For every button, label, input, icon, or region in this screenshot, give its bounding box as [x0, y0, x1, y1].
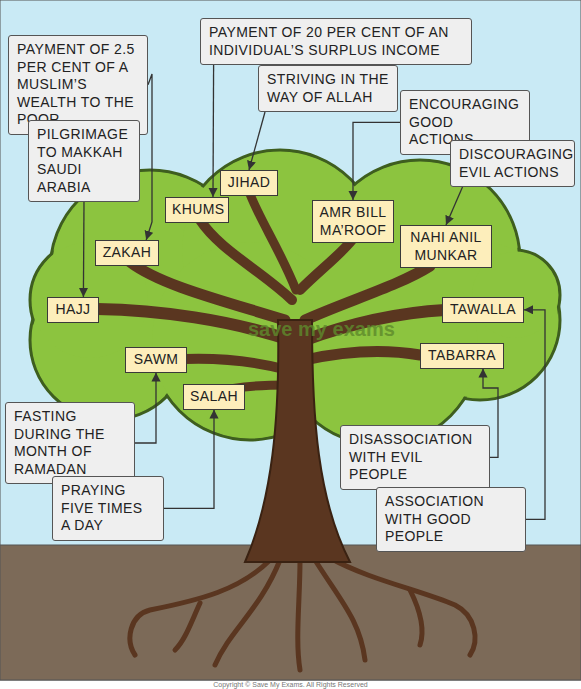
node-text: SALAH	[190, 388, 238, 406]
node-text: KHUMS	[172, 201, 222, 219]
pillar-box: SALAH	[183, 384, 245, 410]
callout-box: DISCOURAGING EVIL ACTIONS	[450, 140, 575, 187]
pillar-box: TAWALLA	[442, 297, 524, 323]
callout-box: DISASSOCIATION WITH EVIL PEOPLE	[340, 425, 490, 490]
node-text: DISCOURAGING EVIL ACTIONS	[459, 146, 566, 181]
pillar-box: KHUMS	[165, 197, 229, 223]
callout-box: PRAYING FIVE TIMES A DAY	[52, 476, 164, 541]
copyright-note: Copyright © Save My Exams. All Rights Re…	[0, 681, 581, 688]
leader-arrow	[524, 310, 545, 520]
callout-box: PILGRIMAGE TO MAKKAH SAUDI ARABIA	[28, 120, 140, 202]
node-text: STRIVING IN THE WAY OF ALLAH	[267, 71, 389, 106]
callout-box: PAYMENT OF 20 PER CENT OF AN INDIVIDUAL’…	[200, 18, 472, 65]
node-text: FASTING DURING THE MONTH OF RAMADAN	[14, 408, 126, 478]
watermark: save my exams	[248, 318, 395, 341]
leader-arrow	[83, 202, 85, 297]
leader-arrow	[164, 410, 214, 509]
node-text: PAYMENT OF 20 PER CENT OF AN INDIVIDUAL’…	[209, 24, 463, 59]
callout-box: FASTING DURING THE MONTH OF RAMADAN	[5, 402, 135, 484]
node-text: PRAYING FIVE TIMES A DAY	[61, 482, 155, 535]
callout-box: ASSOCIATION WITH GOOD PEOPLE	[376, 487, 526, 552]
trunk	[245, 320, 350, 562]
branches	[97, 194, 445, 392]
node-text: JIHAD	[227, 174, 271, 192]
node-text: PAYMENT OF 2.5 PER CENT OF A MUSLIM’S WE…	[17, 41, 139, 129]
node-text: TAWALLA	[449, 301, 517, 319]
pillar-box: JIHAD	[220, 170, 278, 196]
leader-arrow	[212, 65, 214, 197]
leader-arrow	[353, 122, 400, 200]
node-text: AMR BILL MA’ROOF	[319, 204, 387, 239]
pillar-box: HAJJ	[47, 297, 99, 323]
leader-arrow	[249, 112, 265, 170]
node-text: TABARRA	[427, 347, 497, 365]
callout-box: STRIVING IN THE WAY OF ALLAH	[258, 65, 398, 112]
pillar-box: TABARRA	[420, 343, 504, 369]
leader-arrow	[446, 187, 463, 225]
ground	[0, 545, 581, 680]
roots	[130, 558, 475, 670]
node-text: ZAKAH	[102, 244, 152, 262]
node-text: SAWM	[132, 351, 180, 369]
node-text: DISASSOCIATION WITH EVIL PEOPLE	[349, 431, 481, 484]
pillar-box: NAHI ANIL MUNKAR	[400, 225, 492, 268]
node-text: PILGRIMAGE TO MAKKAH SAUDI ARABIA	[37, 126, 131, 196]
node-text: NAHI ANIL MUNKAR	[407, 229, 485, 264]
node-text: ASSOCIATION WITH GOOD PEOPLE	[385, 493, 517, 546]
node-text: HAJJ	[54, 301, 92, 319]
pillar-box: SAWM	[125, 347, 187, 373]
leader-arrow	[135, 373, 156, 444]
pillar-box: AMR BILL MA’ROOF	[312, 200, 394, 243]
pillar-box: ZAKAH	[95, 240, 159, 266]
